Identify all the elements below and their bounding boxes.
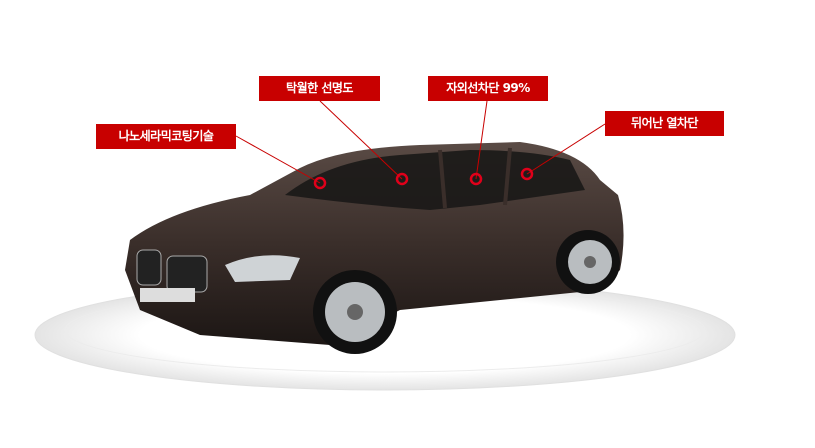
marker-clarity[interactable] <box>395 172 409 186</box>
marker-uv[interactable] <box>469 172 483 186</box>
rear-wheel <box>556 230 620 294</box>
label-uv-block: 자외선차단 99% <box>428 76 548 101</box>
marker-heat[interactable] <box>520 167 534 181</box>
front-wheel <box>313 270 397 354</box>
label-clarity: 탁월한 선명도 <box>259 76 380 101</box>
leader-lines <box>235 100 606 184</box>
label-nano-ceramic-coating: 나노세라믹코팅기술 <box>96 124 236 149</box>
label-heat-block: 뒤어난 열차단 <box>605 111 724 136</box>
marker-coating[interactable] <box>313 176 327 190</box>
